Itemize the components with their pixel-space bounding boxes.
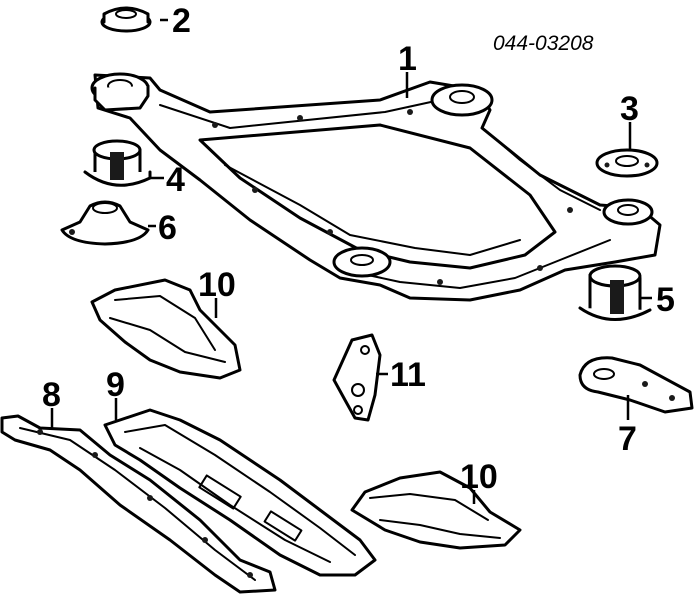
part-8-under-cover-strip xyxy=(0,414,277,594)
callout-9: 9 xyxy=(106,366,125,404)
callout-7: 7 xyxy=(618,420,637,458)
part-4-mount-bushing xyxy=(83,139,152,187)
leader-lines xyxy=(50,18,652,504)
part-10-lower-splash-shield xyxy=(350,470,522,550)
part-5-front-bushing xyxy=(578,264,652,321)
callout-4: 4 xyxy=(166,161,185,199)
part-7-support-bracket xyxy=(578,356,694,414)
callout-10-lower: 10 xyxy=(460,458,498,496)
callout-5: 5 xyxy=(656,281,675,319)
callout-1: 1 xyxy=(398,40,417,78)
part-2-upper-cushion xyxy=(100,6,152,33)
callout-6: 6 xyxy=(158,209,177,247)
catalog-number: 044-03208 xyxy=(493,32,594,55)
callout-3: 3 xyxy=(620,90,639,128)
part-1-crossmember-frame xyxy=(90,72,662,302)
part-11-small-bracket xyxy=(332,333,382,422)
callout-8: 8 xyxy=(42,376,61,414)
callout-11: 11 xyxy=(390,356,426,394)
part-3-washer-plate xyxy=(595,148,659,178)
callout-10-upper: 10 xyxy=(198,266,236,304)
callout-2: 2 xyxy=(172,2,191,40)
part-9-under-cover-panel xyxy=(103,408,377,577)
callout-numbers: 2 1 3 4 6 5 7 10 10 11 8 9 xyxy=(42,2,675,496)
part-10-upper-splash-shield xyxy=(90,278,242,380)
part-6-lower-cushion xyxy=(60,200,150,246)
